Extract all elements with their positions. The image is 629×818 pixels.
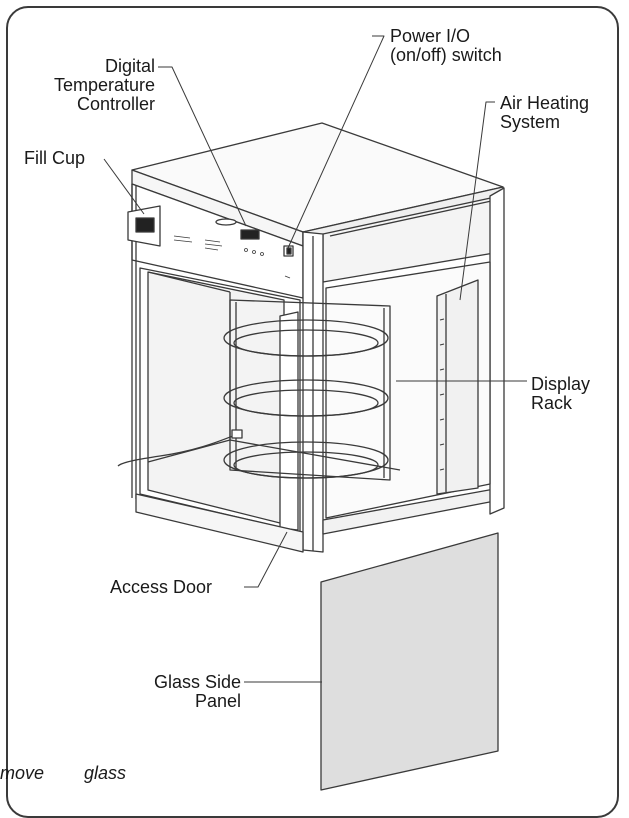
label-glass-line1: Glass Side: [153, 672, 241, 692]
label-digital-line3: Controller: [76, 94, 155, 114]
label-digital-line2: Temperature: [53, 75, 155, 95]
label-glass-side-panel: Glass Side Panel: [154, 673, 241, 711]
leader-lines: [103, 35, 527, 683]
label-power-line1: Power I/O: [390, 26, 471, 46]
temperature-display: [240, 229, 260, 240]
label-glass-line2: Panel: [194, 691, 241, 711]
display-rack: [229, 299, 391, 481]
access-door: [279, 311, 299, 531]
label-display-line2: Rack: [531, 393, 573, 413]
label-air-heating: Air Heating System: [500, 94, 589, 132]
label-power-switch: Power I/O (on/off) switch: [390, 27, 502, 65]
label-digital-controller: Digital Temperature Controller: [54, 57, 155, 114]
label-digital-line1: Digital: [104, 56, 155, 76]
label-display-line1: Display: [531, 374, 591, 394]
label-display-rack: Display Rack: [531, 375, 590, 413]
label-fill-cup: Fill Cup: [24, 148, 86, 168]
caption-word-move: move: [0, 763, 45, 783]
label-access-door: Access Door: [110, 577, 213, 597]
label-air-line2: System: [500, 112, 561, 132]
label-air-line1: Air Heating: [500, 93, 590, 113]
label-power-line2: (on/off) switch: [390, 45, 502, 65]
glass-side-panel: [320, 532, 499, 791]
air-heating-system: [436, 279, 479, 495]
caption-word-glass: glass: [84, 763, 127, 783]
access-door-glass: [147, 271, 285, 525]
